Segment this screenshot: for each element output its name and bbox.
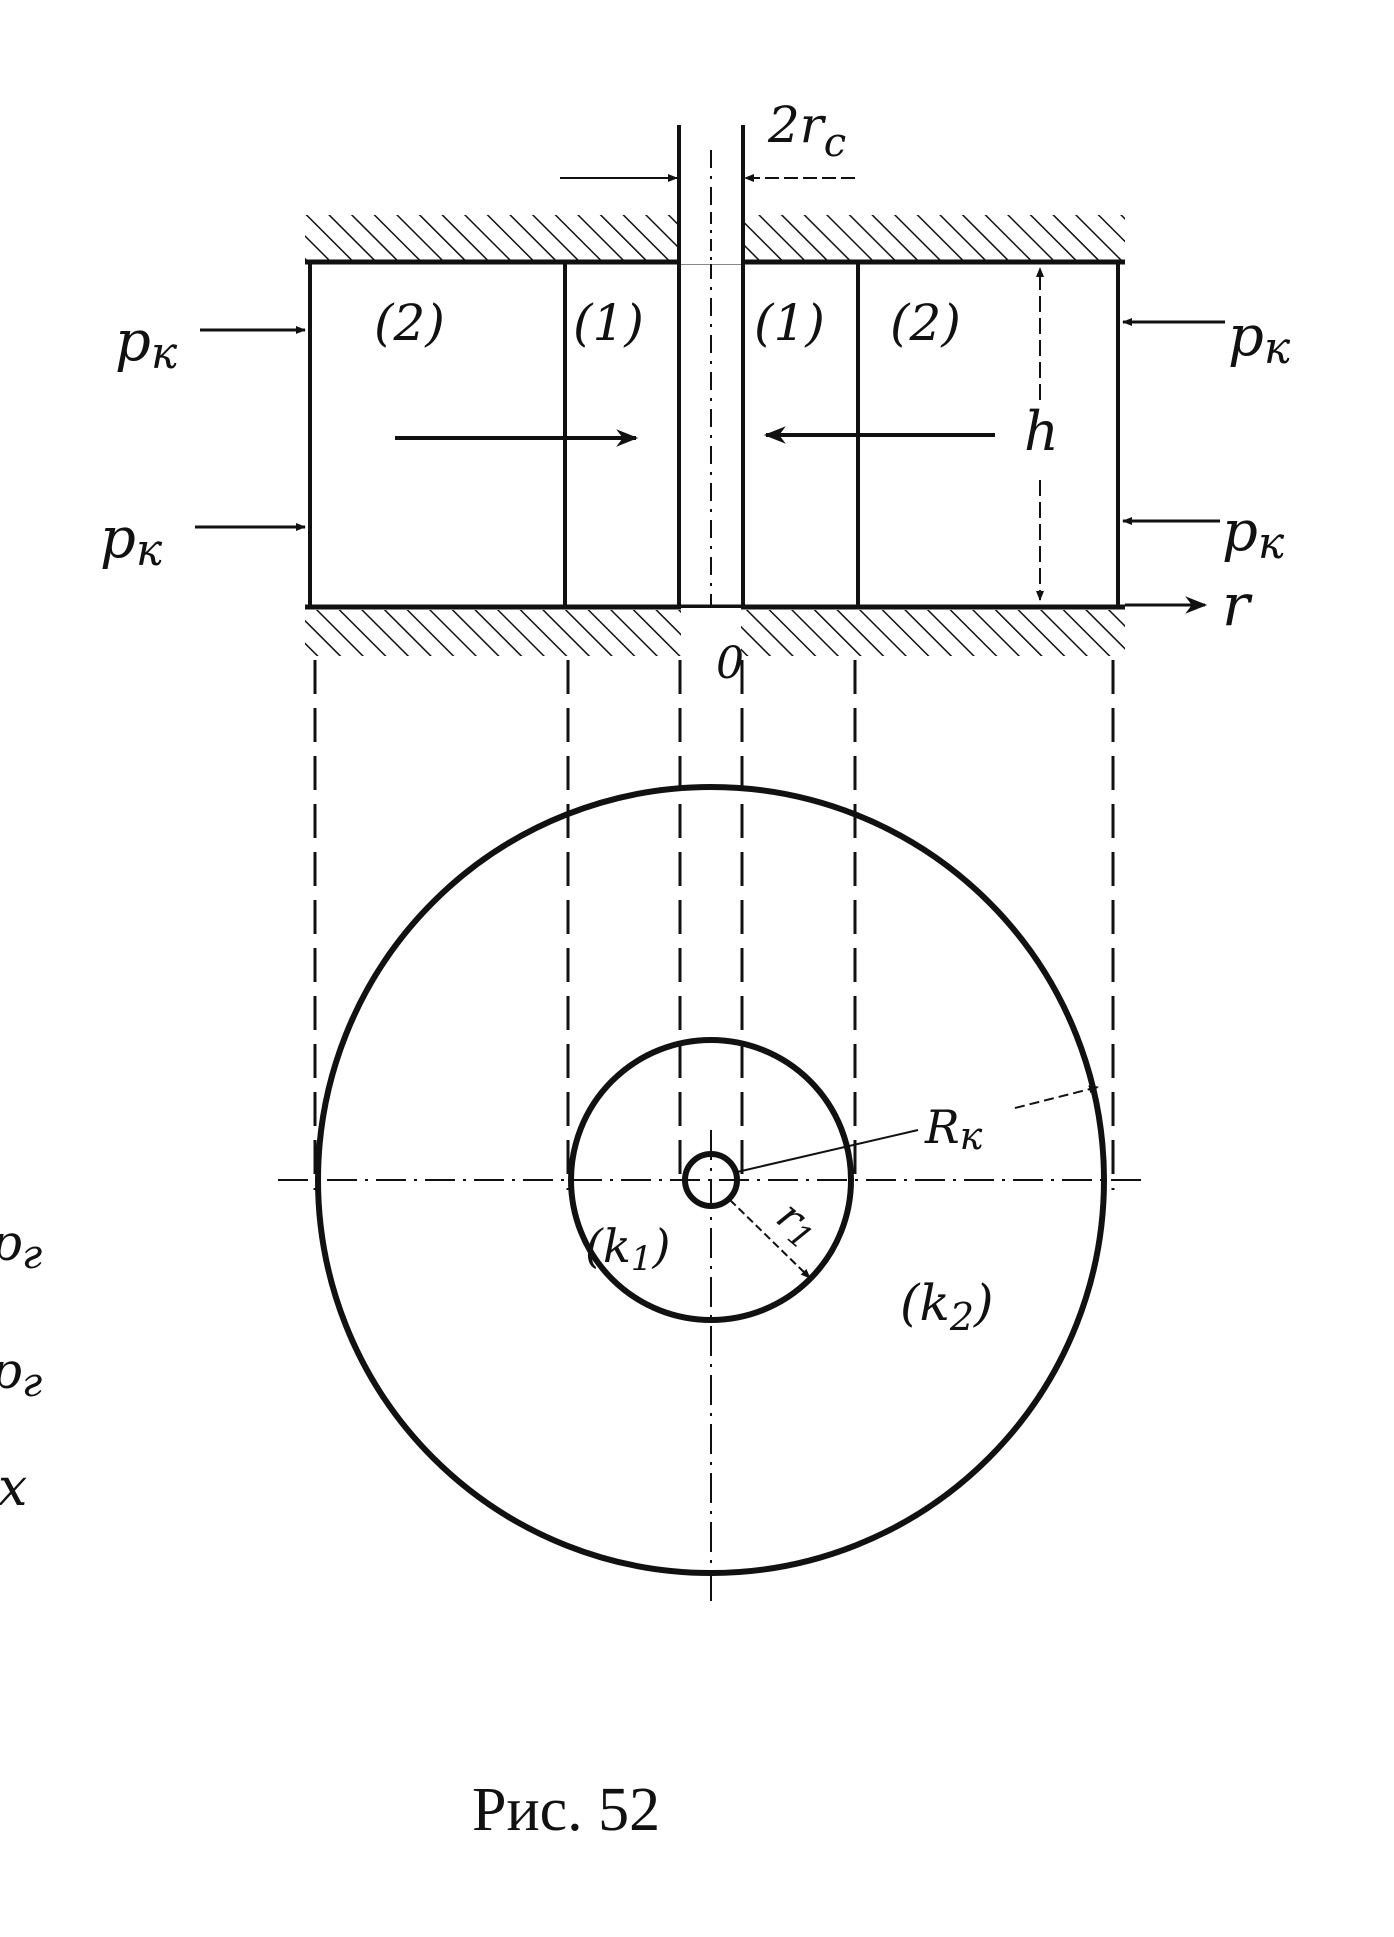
outer-radius-arrow: [1014, 1085, 1099, 1109]
cross-section: 2rc (2) (1) (1) (2) pк pк pк pк h r 0: [100, 96, 1291, 689]
pressure-label-bottom-right: pк: [1222, 499, 1285, 569]
well-gap-base: [681, 608, 741, 658]
thickness-label: h: [1024, 400, 1059, 463]
well-diameter-label: 2rc: [767, 96, 846, 166]
projection-lines: [313, 660, 1115, 1190]
r-axis-label: r: [1222, 571, 1253, 639]
region-outer-label: (k2): [900, 1274, 994, 1339]
region-inner-label: (k1): [585, 1219, 670, 1279]
pressure-label-top-right: pк: [1228, 304, 1291, 374]
zone-label-inner-right: (1): [754, 294, 825, 352]
inner-contour-circle: [568, 1037, 854, 1323]
margin-fragment-1: pг: [0, 1214, 42, 1278]
margin-fragment-3: x: [0, 1458, 27, 1518]
origin-label: 0: [716, 638, 744, 689]
inner-radius-arrow: [729, 1199, 811, 1279]
plan-view: Rк r1 (k1) (k2): [278, 784, 1145, 1608]
zone-label-inner-left: (1): [573, 294, 644, 352]
zone-label-outer-left: (2): [374, 294, 445, 352]
outer-radius-line: [736, 1129, 919, 1173]
outer-radius-label: Rк: [924, 1100, 983, 1158]
margin-text-fragments: pг pг x: [0, 1214, 42, 1518]
zone-label-outer-right: (2): [890, 294, 961, 352]
margin-fragment-2: pг: [0, 1342, 42, 1406]
figure-caption: Рис. 52: [472, 1776, 660, 1844]
pressure-label-bottom-left: pк: [100, 506, 163, 576]
pressure-label-top-left: pк: [115, 309, 178, 379]
inner-radius-label: r1: [765, 1191, 830, 1258]
